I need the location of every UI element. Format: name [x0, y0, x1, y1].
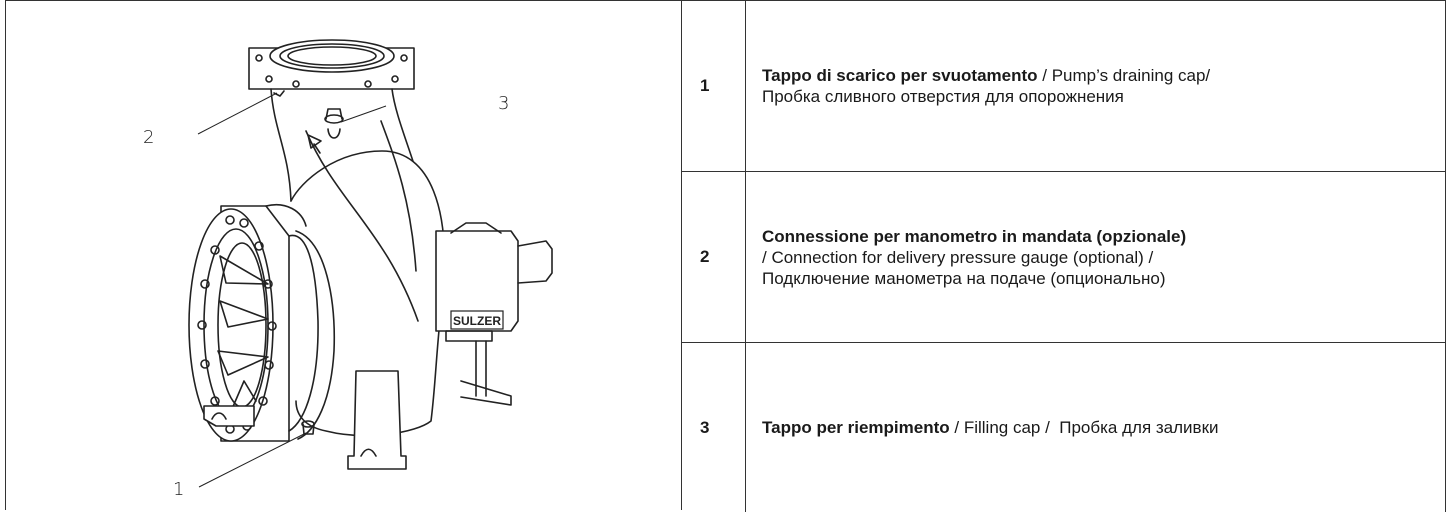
table-row: 3 Tappo per riempimento / Filling cap / …: [682, 342, 1446, 512]
figure-cell: SULZER 2 3 1: [5, 0, 682, 510]
callout-1: 1: [173, 479, 185, 500]
row-number: 1: [682, 1, 746, 171]
row-description: Tappo per riempimento / Filling cap / Пр…: [746, 343, 1445, 512]
row-number: 2: [682, 172, 746, 342]
row-description: Tappo di scarico per svuotamento / Pump’…: [746, 1, 1445, 171]
brand-plate-text: SULZER: [453, 314, 501, 328]
description-text: / Filling cap / Пробка для заливки: [949, 418, 1219, 437]
callout-3: 3: [498, 93, 510, 114]
callout-2: 2: [143, 127, 155, 148]
description-text: Подключение манометра на подаче (опциона…: [762, 268, 1166, 288]
row-description: Connessione per manometro in mandata (op…: [746, 172, 1445, 342]
bearing-housing: [435, 222, 553, 406]
description-text: Пробка сливного отверстия для опорожнени…: [762, 87, 1124, 106]
pump-drawing: SULZER: [188, 39, 553, 488]
description-text: / Connection for delivery pressure gauge…: [762, 247, 1154, 267]
table-row: 1 Tappo di scarico per svuotamento / Pum…: [682, 0, 1446, 172]
table-row: 2 Connessione per manometro in mandata (…: [682, 171, 1446, 343]
description-text: / Pump’s draining cap/: [1037, 66, 1211, 85]
description-bold: Connessione per manometro in mandata (op…: [762, 226, 1187, 246]
row-number: 3: [682, 343, 746, 512]
description-bold: Tappo per riempimento: [762, 418, 950, 437]
description-bold: Tappo di scarico per svuotamento: [762, 66, 1038, 85]
discharge-flange: [248, 39, 415, 90]
legend-table: 1 Tappo di scarico per svuotamento / Pum…: [682, 0, 1446, 512]
